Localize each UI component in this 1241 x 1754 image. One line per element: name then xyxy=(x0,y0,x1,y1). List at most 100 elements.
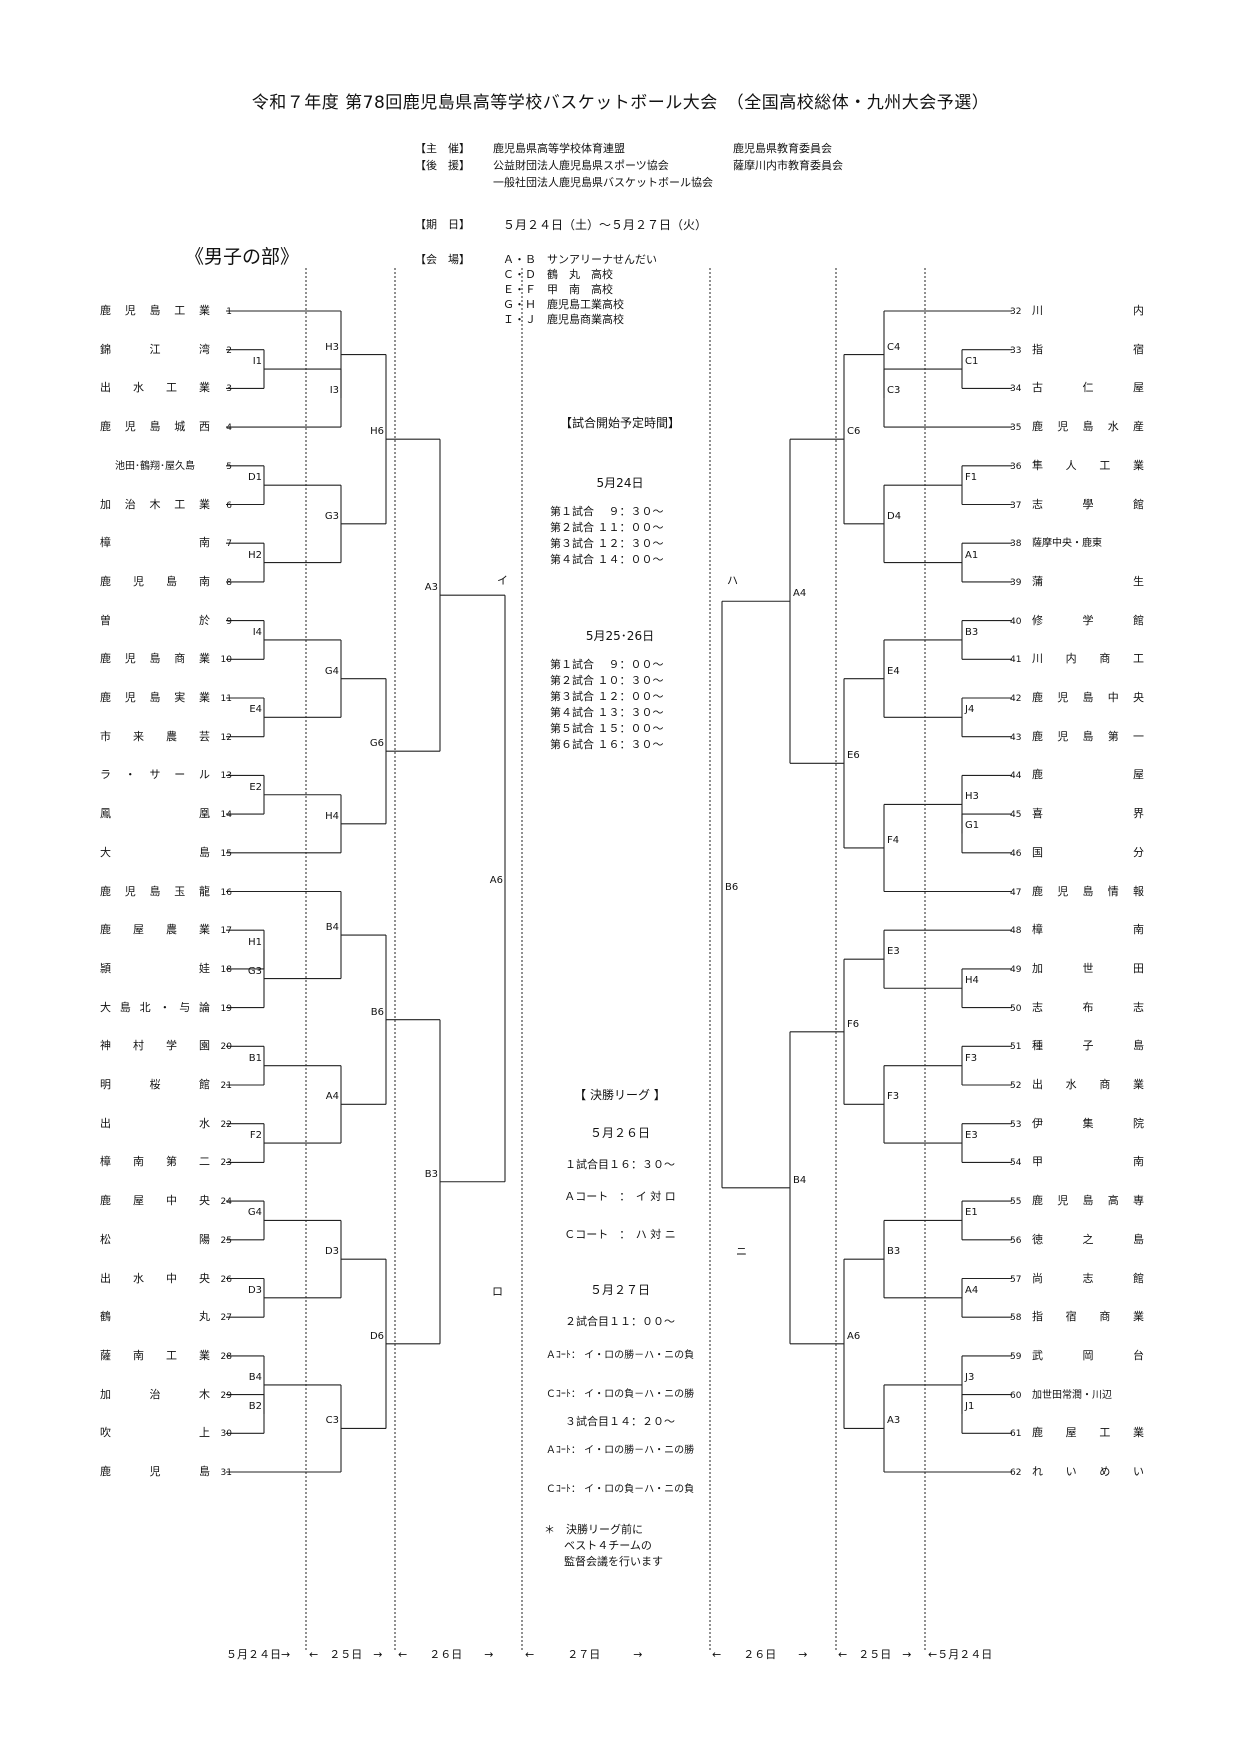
team-entry-right: 49 加世田 xyxy=(1010,961,1144,976)
team-name: 鶴丸 xyxy=(100,1310,210,1324)
team-name: 川内商工 xyxy=(1032,652,1144,666)
match-label: A3 xyxy=(887,1415,901,1427)
match-label: E2 xyxy=(249,781,262,793)
tournament-title: 令和７年度 第78回鹿児島県高等学校バスケットボール大会 （全国高校総体・九州大… xyxy=(251,93,990,113)
team-number: 36 xyxy=(1010,461,1022,472)
team-name: 鹿児島実業 xyxy=(100,691,210,704)
match-label: E3 xyxy=(887,946,900,958)
team-entry-left: 出水 22 xyxy=(100,1116,232,1131)
venue-ef: Ｅ・Ｆ 甲 南 高校 xyxy=(503,283,613,296)
match-label: A4 xyxy=(793,588,807,600)
team-name: 鹿児島水産 xyxy=(1032,420,1144,434)
team-number: 24 xyxy=(220,1197,232,1208)
match-label: G3 xyxy=(324,510,339,522)
team-number: 22 xyxy=(220,1119,232,1130)
team-name: 樟南 xyxy=(100,536,210,550)
team-number: 53 xyxy=(1010,1119,1022,1130)
schedule-day1-time: 第２試合 １１：００～ xyxy=(550,521,664,534)
team-name: 種子島 xyxy=(1032,1039,1144,1053)
team-number: 15 xyxy=(220,848,232,859)
team-name: 加世田 xyxy=(1032,961,1144,975)
team-number: 25 xyxy=(220,1235,232,1246)
team-number: 57 xyxy=(1010,1274,1022,1285)
team-name: 隼人工業 xyxy=(1032,458,1144,472)
team-name: 頴娃 xyxy=(100,961,210,975)
match-label: C1 xyxy=(965,356,979,368)
team-name: 鹿児島高専 xyxy=(1032,1194,1144,1208)
team-number: 61 xyxy=(1010,1429,1022,1440)
match-label: C3 xyxy=(325,1415,339,1427)
match-label: J1 xyxy=(965,1400,975,1412)
team-number: 62 xyxy=(1010,1468,1022,1478)
team-name: 志布志 xyxy=(1032,1000,1144,1014)
match-label: A4 xyxy=(325,1091,339,1103)
team-name: 曽於 xyxy=(100,613,210,627)
team-name: 吹上 xyxy=(100,1426,210,1440)
final-league-heading: 【 決勝リーグ 】 xyxy=(574,1088,666,1102)
schedule-day1: 5月24日 xyxy=(596,476,644,490)
schedule-day2: 5月25･26日 xyxy=(585,629,655,643)
host-2: 鹿児島県教育委員会 xyxy=(733,142,832,155)
match-label: A6 xyxy=(489,875,503,887)
team-number: 31 xyxy=(220,1468,232,1478)
match-label: B4 xyxy=(325,922,339,934)
match-label: A1 xyxy=(965,549,979,561)
team-number: 41 xyxy=(1010,655,1022,666)
team-number: 29 xyxy=(220,1390,232,1401)
match-label: J4 xyxy=(965,704,975,716)
team-number: 40 xyxy=(1010,616,1022,627)
team-name: 樟南 xyxy=(1032,923,1144,937)
schedule-day1-time: 第１試合 ９：３０～ xyxy=(550,505,664,518)
team-number: 49 xyxy=(1010,964,1022,975)
match-label: H6 xyxy=(370,426,384,438)
match-label: F6 xyxy=(847,1018,860,1030)
match-label: B6 xyxy=(370,1006,384,1018)
team-number: 16 xyxy=(220,887,232,898)
match-label: J3 xyxy=(965,1371,975,1383)
match-label: B3 xyxy=(965,626,979,638)
team-number: 6 xyxy=(226,500,232,511)
match-label: B1 xyxy=(248,1052,262,1064)
team-name: 指宿商業 xyxy=(1032,1310,1144,1324)
schedule-day2-time: 第６試合 １６：３０～ xyxy=(550,738,664,751)
footer-day-left-26: ← ２６日 → xyxy=(398,1648,494,1661)
team-number: 1 xyxy=(226,307,232,317)
match-label: B4 xyxy=(793,1174,807,1186)
block-ni-label: ニ xyxy=(736,1245,747,1258)
period-label: 【期 日】 xyxy=(415,218,470,231)
match-label: G4 xyxy=(247,1207,262,1219)
team-name: 喜界 xyxy=(1032,807,1144,821)
team-number: 34 xyxy=(1010,384,1022,395)
team-number: 19 xyxy=(220,1003,232,1014)
team-name: 出水 xyxy=(100,1116,210,1130)
match-label: C3 xyxy=(887,385,901,397)
team-name: 樟南第二 xyxy=(100,1155,210,1169)
final-league-round3: ３試合目１４：２０～ xyxy=(565,1415,675,1428)
team-name: 古仁屋 xyxy=(1032,381,1144,395)
match-label: H1 xyxy=(248,936,262,948)
team-name: 徳之島 xyxy=(1032,1232,1144,1246)
support-label: 【後 援】 xyxy=(415,159,470,172)
team-number: 20 xyxy=(220,1042,232,1053)
team-name: 出水商業 xyxy=(1032,1078,1144,1091)
match-label: D3 xyxy=(247,1284,262,1296)
